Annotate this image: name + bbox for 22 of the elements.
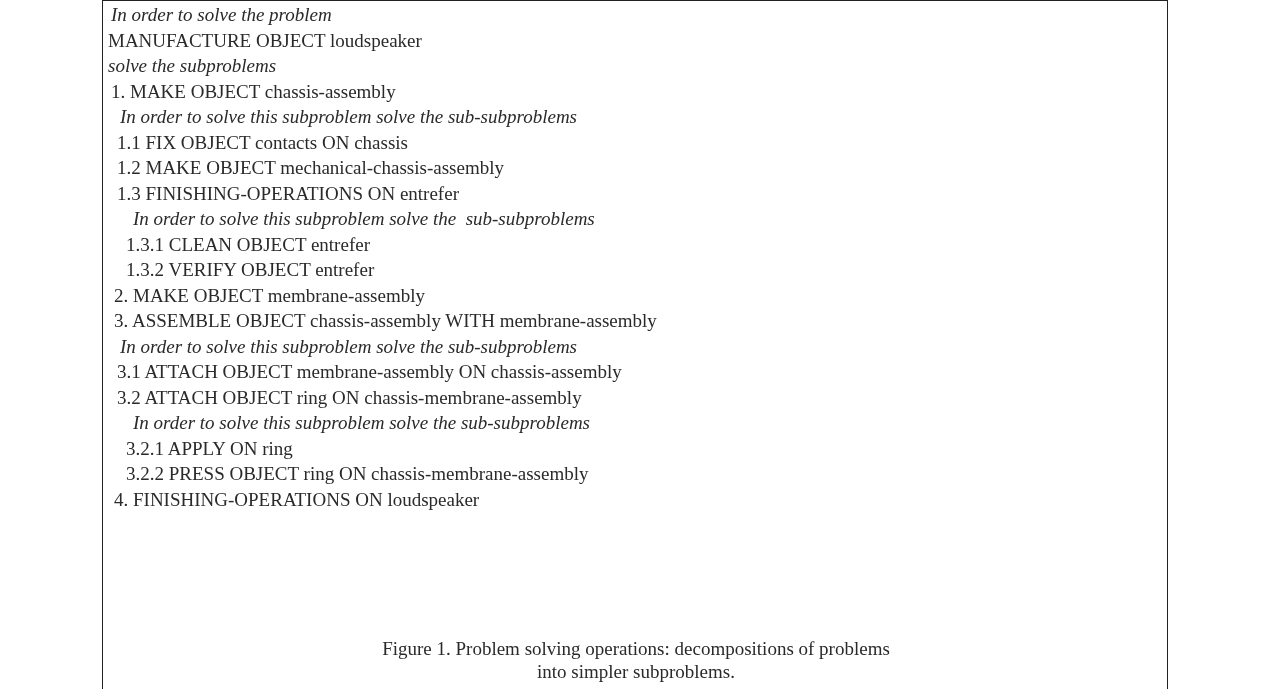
operation-text: 1.1 FIX OBJECT contacts ON chassis [117,130,408,155]
operation-text: 3.2.1 APPLY ON ring [126,436,293,461]
operation-text: 3.2 ATTACH OBJECT ring ON chassis-membrane-assembly [117,385,582,410]
instruction-text: In order to solve this subproblem solve the sub-subproblems [133,207,595,231]
operation-text: 1.3 FINISHING-OPERATIONS ON entrefer [117,181,459,206]
instruction-text: In order to solve this subproblem solve the sub-subproblems [120,334,577,359]
operation-text: 1. MAKE OBJECT chassis-assembly [111,79,396,104]
figure-caption: Figure 1. Problem solving operations: decompositions of problems into simpler subproblems. [381,637,891,683]
operation-text: 3.1 ATTACH OBJECT membrane-assembly ON chassis-assembly [117,360,622,384]
operation-text: 3.2.2 PRESS OBJECT ring ON chassis-membrane-assembly [126,462,589,486]
text-frame [102,0,1168,689]
operation-text: 4. FINISHING-OPERATIONS ON loudspeaker [114,487,480,512]
instruction-text: In order to solve this subproblem solve the sub-subproblems [133,411,590,435]
operation-text: 1.3.1 CLEAN OBJECT entrefer [126,232,370,257]
operation-text: 1.3.2 VERIFY OBJECT entrefer [126,258,375,282]
instruction-text: In order to solve the problem [111,3,332,27]
instruction-text: In order to solve this subproblem solve the sub-subproblems [120,105,577,129]
instruction-text: solve the subproblems [108,54,277,78]
operation-text: 1.2 MAKE OBJECT mechanical-chassis-assembly [117,156,504,180]
operation-text: MANUFACTURE OBJECT loudspeaker [108,28,422,53]
operation-text: 2. MAKE OBJECT membrane-assembly [114,283,425,308]
operation-text: 3. ASSEMBLE OBJECT chassis-assembly WITH membrane-assembly [114,309,657,333]
